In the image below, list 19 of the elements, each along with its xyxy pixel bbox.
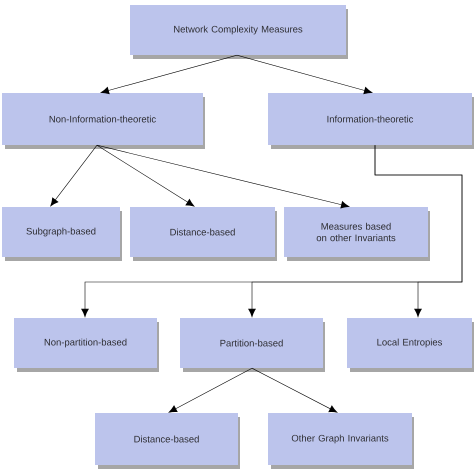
arrow xyxy=(96,144,194,207)
category-box: Local Entropies xyxy=(347,318,474,372)
arrow xyxy=(100,54,238,94)
category-box: Distance-based xyxy=(95,413,240,469)
category-box: Measures based on other Invariants xyxy=(284,207,430,261)
category-box: Partition-based xyxy=(180,318,325,372)
arrow xyxy=(50,144,98,206)
category-box: Non-Information-theoretic xyxy=(2,93,205,149)
arrow xyxy=(96,144,350,208)
arrow xyxy=(168,368,252,413)
category-box: Non-partition-based xyxy=(14,318,159,372)
category-box: Information-theoretic xyxy=(268,93,474,149)
category-box: Network Complexity Measures xyxy=(130,5,348,59)
category-box: Other Graph Invariants xyxy=(268,413,414,469)
arrow xyxy=(374,144,462,318)
arrow xyxy=(236,54,372,94)
arrow xyxy=(252,368,338,413)
category-box: Distance-based xyxy=(130,207,277,261)
category-box: Subgraph-based xyxy=(2,207,122,261)
